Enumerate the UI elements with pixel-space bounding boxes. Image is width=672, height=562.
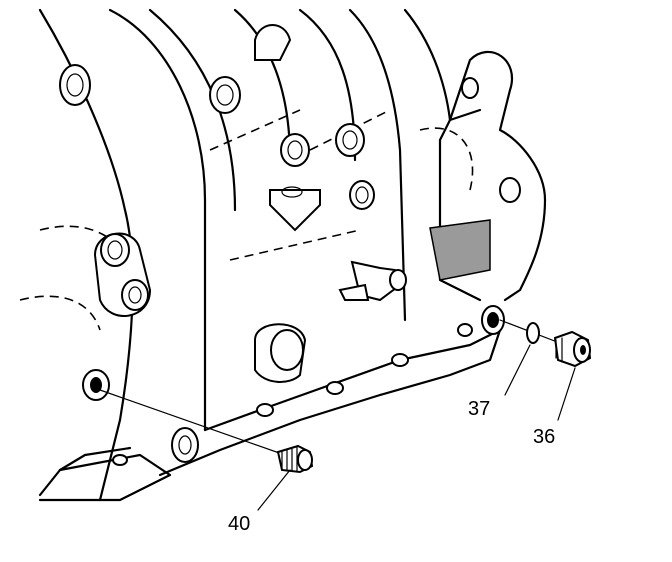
callout-pointers xyxy=(257,344,576,511)
seal-washer-part xyxy=(526,322,540,344)
plug-part xyxy=(553,330,592,368)
callout-37-label: 37 xyxy=(468,398,490,420)
callout-40-label: 40 xyxy=(228,513,250,535)
casting-bosses xyxy=(59,24,521,466)
callout-36-label: 36 xyxy=(533,426,555,448)
threaded-plug-part xyxy=(276,444,314,474)
port-openings xyxy=(82,305,505,401)
